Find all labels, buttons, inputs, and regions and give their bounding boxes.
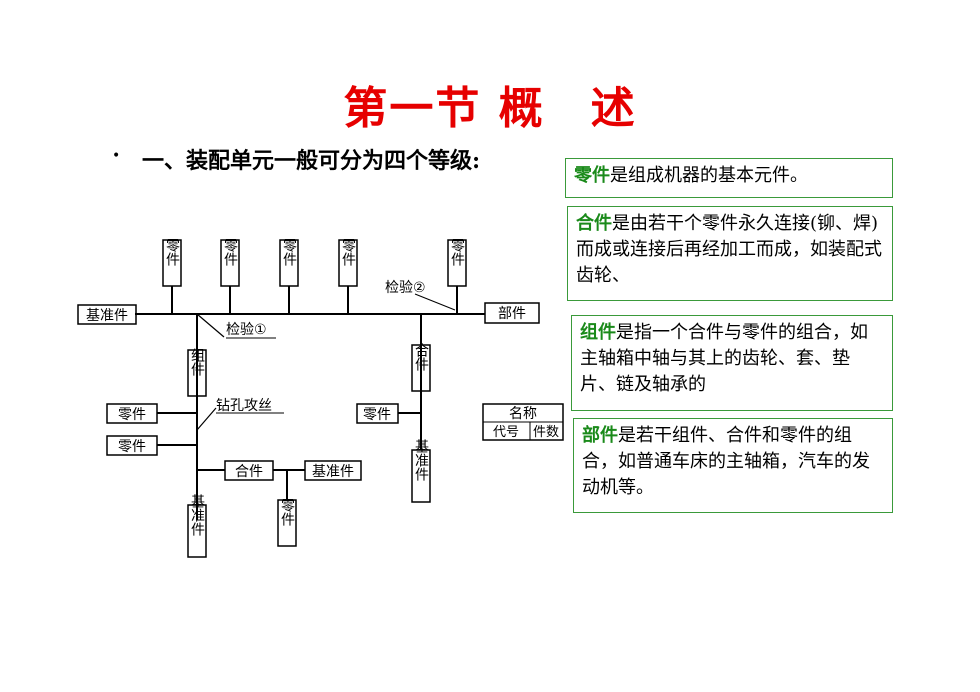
- legend-count: 件数: [533, 425, 559, 440]
- base-part-box-main: 基准件: [77, 304, 137, 325]
- top-part-box-4: 零件: [338, 238, 358, 287]
- inspection-1-label: 检验①: [226, 322, 267, 338]
- definition-group-text: 是指一个合件与零件的组合，如主轴箱中轴与其上的齿轮、套、垫片、链及轴承的: [580, 322, 868, 395]
- base-part-box-right: 基准件: [411, 438, 431, 503]
- group-label: 组件: [189, 348, 205, 376]
- page-title: 第一节 概 述: [343, 83, 637, 134]
- definition-part: 零件是组成机器的基本元件。: [565, 158, 893, 198]
- left-part-label-1: 零件: [118, 407, 146, 423]
- combined-label-lower: 合件: [235, 464, 263, 480]
- component-label: 部件: [498, 306, 526, 322]
- combined-box-right: 合件: [411, 343, 431, 392]
- lead-text: 一、装配单元一般可分为四个等级:: [142, 148, 481, 174]
- top-part-box-5: 零件: [447, 238, 467, 287]
- legend-box: 名称 代号 件数: [482, 403, 564, 441]
- component-box: 部件: [484, 302, 540, 324]
- base-part-label-lower: 基准件: [312, 463, 354, 480]
- left-part-box-2: 零件: [106, 435, 158, 456]
- base-part-label-main: 基准件: [86, 307, 128, 324]
- inspection-2-label: 检验②: [385, 280, 426, 296]
- drill-tap-label: 钻孔攻丝: [216, 398, 272, 414]
- term-group: 组件: [580, 322, 616, 343]
- top-part-box-1: 零件: [162, 238, 182, 287]
- base-part-label-bottom: 基准件: [189, 493, 205, 536]
- bottom-part-label: 零件: [279, 498, 295, 526]
- base-part-box-bottom: 基准件: [187, 493, 207, 558]
- combined-label-right: 合件: [413, 343, 429, 371]
- base-part-label-right: 基准件: [413, 438, 429, 481]
- top-part-label-5: 零件: [449, 238, 465, 266]
- definition-group: 组件是指一个合件与零件的组合，如主轴箱中轴与其上的齿轮、套、垫片、链及轴承的: [571, 315, 893, 411]
- combined-box-lower: 合件: [224, 460, 274, 481]
- definition-combined-text: 是由若干个零件永久连接(铆、焊)而成或连接后再经加工而成，如装配式齿轮、: [576, 213, 882, 286]
- definition-combined: 合件是由若干个零件永久连接(铆、焊)而成或连接后再经加工而成，如装配式齿轮、: [567, 206, 893, 301]
- top-part-label-3: 零件: [281, 238, 297, 266]
- term-combined: 合件: [576, 213, 612, 234]
- legend-name: 名称: [509, 406, 537, 422]
- bullet-dot: •: [112, 148, 121, 164]
- bottom-part-box: 零件: [277, 498, 297, 547]
- top-part-label-2: 零件: [222, 238, 238, 266]
- top-part-box-3: 零件: [279, 238, 299, 287]
- top-part-label-1: 零件: [164, 238, 180, 266]
- definition-component: 部件是若干组件、合件和零件的组合，如普通车床的主轴箱，汽车的发动机等。: [573, 418, 893, 513]
- group-box: 组件: [187, 348, 207, 397]
- top-part-box-2: 零件: [220, 238, 240, 287]
- term-part: 零件: [574, 165, 610, 186]
- legend-code: 代号: [493, 425, 519, 440]
- definition-part-text: 是组成机器的基本元件。: [610, 165, 808, 186]
- left-part-label-2: 零件: [118, 439, 146, 455]
- definition-component-text: 是若干组件、合件和零件的组合，如普通车床的主轴箱，汽车的发动机等。: [582, 425, 870, 498]
- right-part-label: 零件: [363, 407, 391, 423]
- left-part-box-1: 零件: [106, 403, 158, 424]
- top-part-label-4: 零件: [340, 238, 356, 266]
- right-part-box: 零件: [356, 403, 399, 424]
- base-part-box-lower: 基准件: [304, 460, 362, 481]
- term-component: 部件: [582, 425, 618, 446]
